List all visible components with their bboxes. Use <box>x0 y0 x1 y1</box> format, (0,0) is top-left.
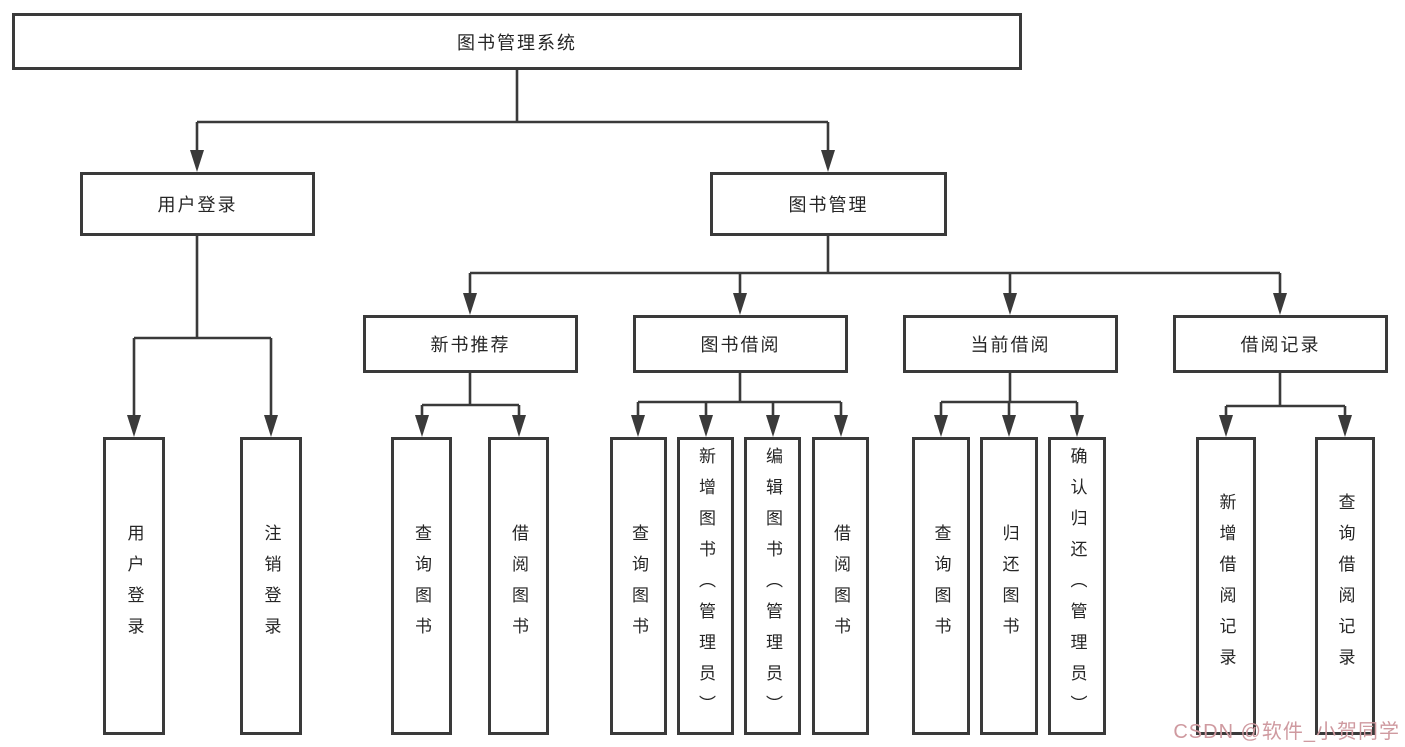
leaf-user-login: 用户登录 <box>103 437 165 735</box>
connector-current-borrow-to-leaves <box>934 373 1084 437</box>
leaf-records-add-borrow-record: 新增借阅记录 <box>1196 437 1256 735</box>
node-current-borrowing: 当前借阅 <box>903 315 1118 373</box>
leaf-logout: 注销登录 <box>240 437 302 735</box>
leaf-records-query-borrow-record: 查询借阅记录 <box>1315 437 1375 735</box>
node-library-management-system: 图书管理系统 <box>12 13 1022 70</box>
connector-borrow-records-to-leaves <box>1219 373 1352 437</box>
leaf-borrowing-query-books: 查询图书 <box>610 437 667 735</box>
node-user-login: 用户登录 <box>80 172 315 236</box>
leaf-current-confirm-return-admin: 确认归还（管理员） <box>1048 437 1106 735</box>
csdn-watermark: CSDN @软件_小贺同学 <box>1173 721 1400 743</box>
connector-user-login-to-leaves <box>127 236 278 437</box>
node-new-book-recommendation: 新书推荐 <box>363 315 578 373</box>
leaf-borrowing-add-books-admin: 新增图书（管理员） <box>677 437 734 735</box>
leaf-borrowing-borrow-books: 借阅图书 <box>812 437 869 735</box>
connector-book-management-to-sections <box>463 236 1287 315</box>
node-book-borrowing: 图书借阅 <box>633 315 848 373</box>
connector-new-book-to-leaves <box>415 373 526 437</box>
node-borrowing-records: 借阅记录 <box>1173 315 1388 373</box>
connector-book-borrow-to-leaves <box>631 373 848 437</box>
leaf-newbook-query-books: 查询图书 <box>391 437 452 735</box>
leaf-current-return-books: 归还图书 <box>980 437 1038 735</box>
leaf-borrowing-edit-books-admin: 编辑图书（管理员） <box>744 437 801 735</box>
connector-root-to-branches <box>190 70 835 172</box>
node-book-management: 图书管理 <box>710 172 947 236</box>
leaf-newbook-borrow-books: 借阅图书 <box>488 437 549 735</box>
leaf-current-query-books: 查询图书 <box>912 437 970 735</box>
